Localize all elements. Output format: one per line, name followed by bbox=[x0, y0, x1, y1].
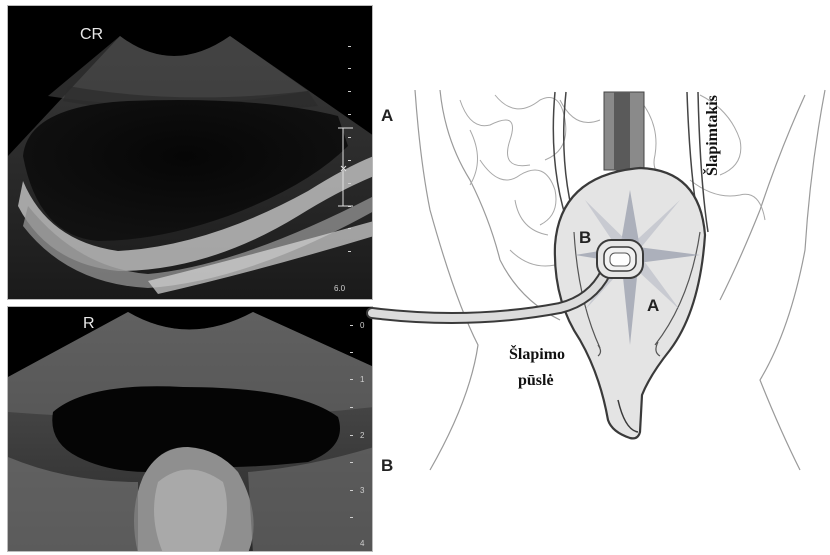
vessel-inner bbox=[614, 92, 630, 170]
ureter-label: Šlapimtakis bbox=[704, 95, 722, 176]
bladder-label-line1: Šlapimo bbox=[509, 346, 565, 364]
probe-marker-a: A bbox=[647, 296, 659, 316]
ultrasound-probe bbox=[597, 240, 643, 278]
probe-marker-b: B bbox=[579, 228, 591, 248]
bladder-label-line2: pūslė bbox=[518, 372, 554, 390]
